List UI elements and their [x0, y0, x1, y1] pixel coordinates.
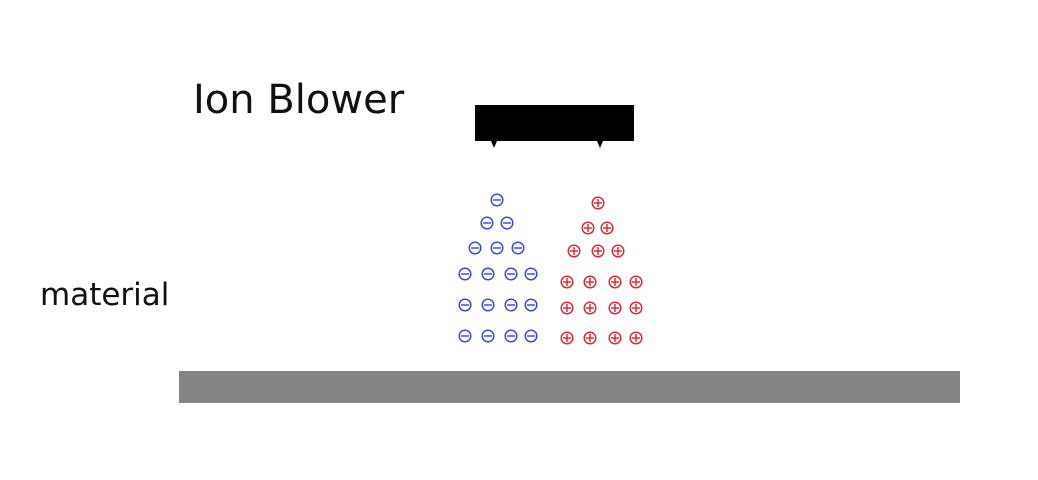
material-label: material	[40, 277, 170, 313]
positive-ion-icon	[629, 301, 643, 315]
positive-ion-icon	[629, 275, 643, 289]
negative-ion-icon	[504, 329, 518, 343]
material-bar	[179, 371, 960, 403]
negative-ion-icon	[468, 241, 482, 255]
positive-ion-icon	[583, 331, 597, 345]
positive-ion-icon	[560, 331, 574, 345]
positive-ion-icon	[608, 331, 622, 345]
positive-ion-icon	[581, 221, 595, 235]
positive-ion-icon	[629, 331, 643, 345]
positive-ion-icon	[560, 301, 574, 315]
negative-ion-icon	[500, 216, 514, 230]
positive-ion-icon	[560, 275, 574, 289]
negative-ion-icon	[481, 329, 495, 343]
positive-ion-icon	[591, 196, 605, 210]
positive-ion-icon	[600, 221, 614, 235]
negative-ion-icon	[524, 267, 538, 281]
ion-blower-body	[475, 105, 634, 141]
negative-ion-icon	[524, 298, 538, 312]
negative-ion-icon	[458, 329, 472, 343]
negative-ion-icon	[458, 267, 472, 281]
negative-ion-icon	[490, 241, 504, 255]
positive-ion-icon	[608, 301, 622, 315]
negative-ion-icon	[458, 298, 472, 312]
diagram-title: Ion Blower	[193, 77, 405, 123]
positive-ion-icon	[583, 275, 597, 289]
negative-ion-icon	[504, 267, 518, 281]
negative-ion-icon	[481, 298, 495, 312]
negative-ion-icon	[524, 329, 538, 343]
negative-ion-icon	[504, 298, 518, 312]
positive-ion-icon	[583, 301, 597, 315]
negative-ion-icon	[511, 241, 525, 255]
positive-ion-icon	[611, 244, 625, 258]
negative-ion-icon	[480, 216, 494, 230]
positive-ion-icon	[567, 244, 581, 258]
negative-ion-icon	[481, 267, 495, 281]
positive-ion-icon	[608, 275, 622, 289]
blower-nozzle-left	[491, 141, 497, 148]
positive-ion-icon	[591, 244, 605, 258]
negative-ion-icon	[490, 193, 504, 207]
blower-nozzle-right	[597, 141, 603, 148]
